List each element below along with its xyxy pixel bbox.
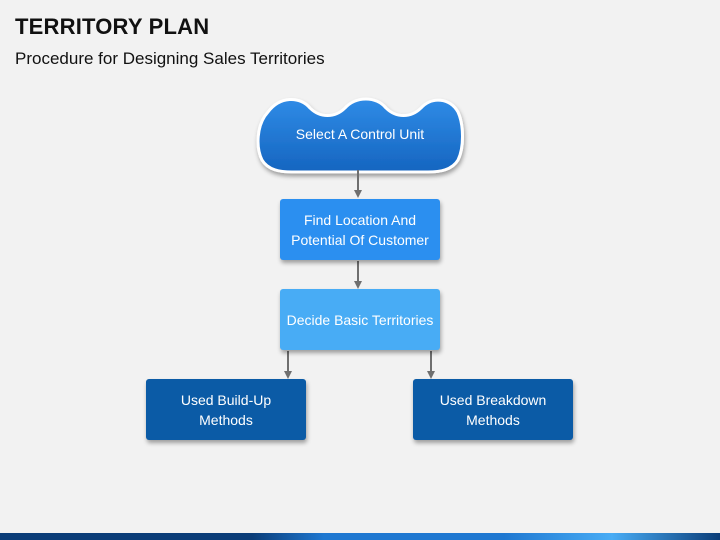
node-build-up-methods: Used Build-Up Methods [146,379,306,440]
page-title: TERRITORY PLAN [15,14,210,39]
footer-gradient-bar [0,533,720,540]
page-subtitle: Procedure for Designing Sales Territorie… [15,49,325,68]
node-find-location: Find Location And Potential Of Customer [280,199,440,260]
node-breakdown-methods: Used Breakdown Methods [413,379,573,440]
node-decide-territories: Decide Basic Territories [280,289,440,350]
control-unit-cloud-shape [256,97,464,174]
node-select-control-unit: Select A Control Unit [295,126,425,142]
